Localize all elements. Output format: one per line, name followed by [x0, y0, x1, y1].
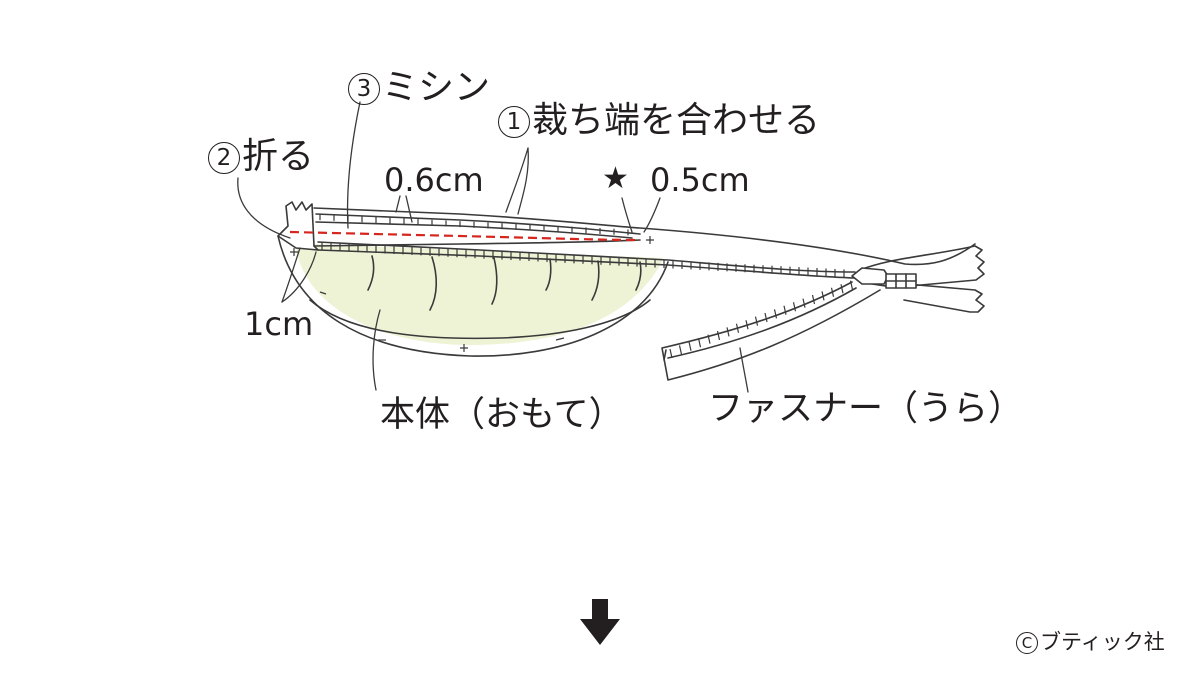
step2-number: 2 — [208, 142, 240, 174]
zipper-tooth — [792, 302, 797, 312]
zipper-tape-top — [313, 207, 976, 266]
zipper-tooth — [811, 294, 816, 305]
zipper-tooth — [697, 338, 702, 348]
leader-step3 — [346, 101, 361, 229]
step1-text: 裁ち端を合わせる — [532, 100, 821, 141]
zipper-tooth — [735, 323, 740, 333]
zipper-tooth — [802, 298, 806, 308]
zipper-tooth — [688, 341, 692, 351]
step3-text: ミシン — [382, 67, 491, 108]
zipper-end-tape — [859, 245, 985, 288]
zipper-tooth — [764, 312, 768, 323]
zipper-tooth — [754, 316, 759, 326]
zipper-tooth — [840, 284, 844, 294]
step3-number: 3 — [348, 73, 380, 105]
leader-step2 — [237, 177, 291, 239]
seam-allowance-top: 0.6cm — [384, 161, 484, 199]
leader-05b — [643, 197, 661, 233]
zipper-tooth — [849, 280, 854, 290]
zipper-tooth — [707, 334, 711, 344]
leader-1cm-b — [281, 251, 317, 303]
leader-zipper — [739, 347, 749, 393]
zipper-teeth-row — [317, 241, 856, 273]
body-fabric-panel — [296, 244, 662, 345]
leader-body — [372, 309, 381, 391]
copyright-symbol: C — [1016, 632, 1038, 654]
body-fabric-inner-curve — [309, 299, 651, 340]
zipper-tooth — [726, 327, 730, 337]
zipper-tooth — [669, 348, 673, 359]
step2-text: 折る — [242, 136, 315, 177]
leader-step1b — [517, 147, 529, 215]
zipper-slider — [851, 267, 889, 285]
leader-step1a — [505, 147, 529, 213]
zipper-lower-tail — [661, 281, 881, 381]
leader-05a — [621, 197, 633, 233]
star-measure: 0.5cm — [650, 161, 750, 199]
step1-number: 1 — [498, 106, 530, 138]
down-arrow-icon — [580, 599, 620, 645]
leader-06b — [405, 195, 413, 223]
zipper-tooth — [716, 330, 721, 341]
stitch-line — [289, 230, 641, 242]
zipper-tooth — [821, 291, 825, 301]
body-label: 本体（おもて） — [380, 395, 624, 435]
zipper-tooth — [783, 305, 787, 315]
leader-06a — [395, 195, 401, 213]
body-fabric-outline — [277, 235, 669, 357]
zipper-tooth — [773, 309, 778, 319]
zipper-tooth — [678, 345, 683, 355]
folded-end — [277, 201, 319, 251]
fold-measure: 1cm — [244, 305, 314, 343]
star-symbol: ★ — [602, 161, 629, 196]
publisher-name: ブティック社 — [1040, 630, 1165, 654]
zipper-tooth — [745, 320, 749, 330]
leader-1cm-a — [281, 247, 301, 303]
zipper-label: ファスナー（うら） — [708, 389, 1024, 429]
zipper-tooth — [830, 287, 835, 297]
